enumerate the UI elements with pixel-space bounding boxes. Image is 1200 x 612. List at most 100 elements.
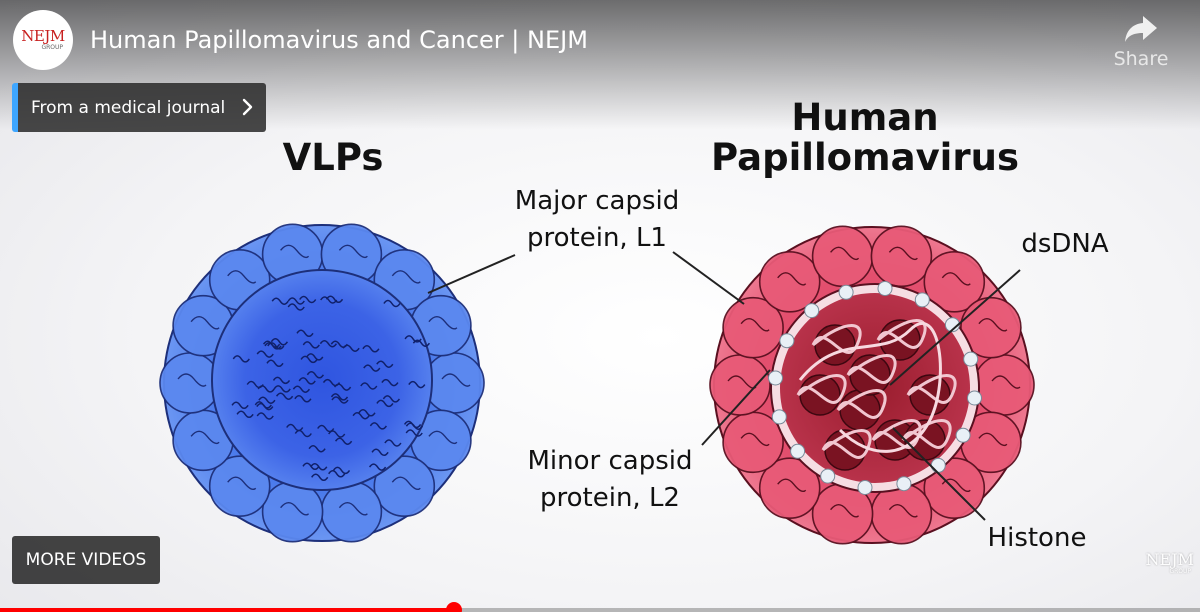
surface-squiggle (311, 473, 329, 482)
l2-spike (955, 427, 971, 443)
l2-spike (804, 303, 820, 319)
l2-spike (896, 476, 912, 492)
capsomere-bump-detail (177, 373, 207, 387)
surface-squiggle (298, 377, 316, 385)
share-button[interactable]: Share (1108, 14, 1174, 84)
more-videos-label: MORE VIDEOS (25, 550, 147, 570)
label-leader-lines (427, 251, 1021, 521)
surface-squiggle (360, 382, 378, 390)
heading-hpv-line2: Papillomavirus (711, 136, 1019, 179)
leader-histone (892, 427, 986, 521)
capsomere-bump (373, 455, 436, 518)
l2-spike (790, 443, 806, 459)
surface-squiggle (296, 329, 314, 338)
surface-squiggle (404, 335, 422, 343)
vlp-particle (159, 223, 485, 543)
capsomere-bump-detail (740, 318, 770, 332)
surface-squiggle (275, 392, 294, 400)
surface-squiggle (272, 376, 291, 385)
capsomere-bump (261, 480, 324, 543)
surface-squiggle (331, 396, 349, 404)
l2-spike (877, 281, 893, 296)
surface-squiggle (287, 297, 305, 305)
vlp-capsomere-bumps (159, 223, 485, 543)
capsomere-bump-detail (941, 272, 971, 286)
surface-squiggle (270, 338, 289, 346)
progress-bar-played (0, 608, 454, 612)
l2-spike (779, 333, 795, 349)
capsomere-bump-detail (227, 270, 257, 284)
surface-squiggle (308, 444, 326, 453)
more-videos-button[interactable]: MORE VIDEOS (12, 536, 160, 584)
progress-scrubber-handle[interactable] (445, 602, 462, 612)
capsomere-bump-detail (280, 502, 310, 516)
label-major-capsid-line1: Major capsid (514, 186, 680, 216)
capsomere-bump-detail (740, 432, 770, 447)
capsomere-bump (722, 296, 784, 359)
l2-spike (967, 390, 982, 406)
nejm-watermark-logo[interactable]: NEJM GROUP (1132, 551, 1194, 583)
capsomere-bump-detail (391, 476, 421, 491)
surface-squiggle (376, 360, 394, 368)
surface-squiggle (363, 364, 381, 372)
surface-squiggle (384, 439, 402, 447)
leader-major-capsid-vlp (427, 254, 516, 294)
capsomere-bump-detail (978, 432, 1008, 447)
share-arrow-icon (1125, 16, 1157, 42)
capsomere-bump-detail (338, 502, 368, 516)
chevron-right-icon (242, 98, 253, 116)
surface-squiggle (299, 295, 317, 304)
channel-avatar[interactable]: NEJM GROUP (13, 10, 73, 70)
surface-squiggle (382, 395, 401, 403)
capsomere-bump-detail (280, 244, 310, 259)
dsdna-strands (796, 319, 957, 459)
capsomere-bump-detail (338, 244, 368, 259)
surface-squiggle (381, 378, 399, 387)
capsomere-bump-detail (190, 316, 220, 330)
hpv-particle (709, 225, 1035, 545)
surface-squiggle (236, 410, 254, 419)
surface-squiggle (330, 393, 349, 401)
capsomere-bump (758, 457, 821, 520)
l2-spike (771, 409, 787, 425)
capsomere-bump-detail (888, 504, 918, 518)
surface-squiggle (362, 345, 380, 353)
video-title[interactable]: Human Papillomavirus and Cancer | NEJM (90, 26, 588, 54)
info-card-button[interactable]: From a medical journal (12, 83, 266, 132)
surface-squiggle (266, 359, 284, 368)
capsomere-bump-detail (830, 246, 860, 261)
capsomere-bump-detail (227, 476, 257, 491)
l2-spike (838, 284, 854, 300)
capsomere-bump-detail (190, 430, 220, 445)
surface-squiggle (369, 422, 388, 430)
surface-squiggle (322, 378, 341, 387)
dna-strand (836, 389, 887, 419)
capsomere-bump (320, 480, 383, 543)
dna-strand (796, 374, 847, 404)
capsomere-bump-detail (991, 375, 1021, 389)
dna-strand (906, 374, 957, 404)
capsomere-bump-detail (941, 478, 971, 493)
capsomere-bump (423, 352, 485, 414)
capsomere-bump (811, 225, 874, 288)
label-minor-capsid-line2: protein, L2 (540, 483, 680, 513)
watermark-text: NEJM (1145, 550, 1194, 569)
surface-squiggle (262, 340, 281, 348)
capsomere-bump-detail (428, 430, 458, 445)
l2-spike (857, 480, 873, 495)
label-minor-capsid-line1: Minor capsid (527, 446, 693, 476)
surface-squiggle (325, 295, 344, 304)
vlp-surface-texture (231, 295, 431, 482)
capsomere-bump-detail (888, 246, 918, 261)
surface-squiggle (294, 395, 312, 403)
capsomere-bump (923, 250, 986, 313)
progress-bar[interactable] (0, 608, 1200, 612)
surface-squiggle (294, 429, 312, 438)
surface-squiggle (405, 429, 423, 437)
capsomere-bump-detail (777, 478, 807, 493)
l2-spike (768, 370, 783, 386)
capsomere-bump (758, 250, 821, 313)
dna-strand (846, 354, 897, 384)
